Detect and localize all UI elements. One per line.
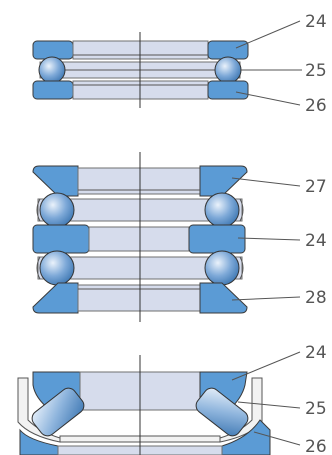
shaft-washer-center: [32, 224, 246, 254]
label-27: 27: [305, 177, 327, 197]
label-24: 24: [305, 12, 327, 32]
label-25-c: 25: [305, 399, 327, 419]
roller-left: [31, 387, 85, 437]
label-25: 25: [305, 61, 327, 81]
housing-washer-bottom-2: [32, 282, 248, 314]
label-26-c: 26: [305, 437, 327, 455]
ball-right: [214, 56, 242, 84]
ball-upper-right: [204, 192, 240, 228]
figure-double-direction-ball-bearing: 27 24 28: [32, 152, 327, 322]
ball-left: [38, 56, 66, 84]
roller-right: [195, 387, 249, 437]
figure-single-direction-ball-bearing: 24 25 26: [32, 12, 327, 116]
housing-washer-top: [32, 165, 248, 197]
ball-lower-right: [204, 250, 240, 286]
figure-spherical-roller-thrust-bearing: 24 25 26: [17, 343, 327, 455]
ball-lower-left: [39, 250, 75, 286]
label-26: 26: [305, 96, 327, 116]
label-24-c: 24: [305, 343, 327, 363]
label-28: 28: [305, 288, 327, 308]
housing-washer-bottom: [32, 80, 249, 100]
ball-upper-left: [39, 192, 75, 228]
label-24-b: 24: [305, 231, 327, 251]
